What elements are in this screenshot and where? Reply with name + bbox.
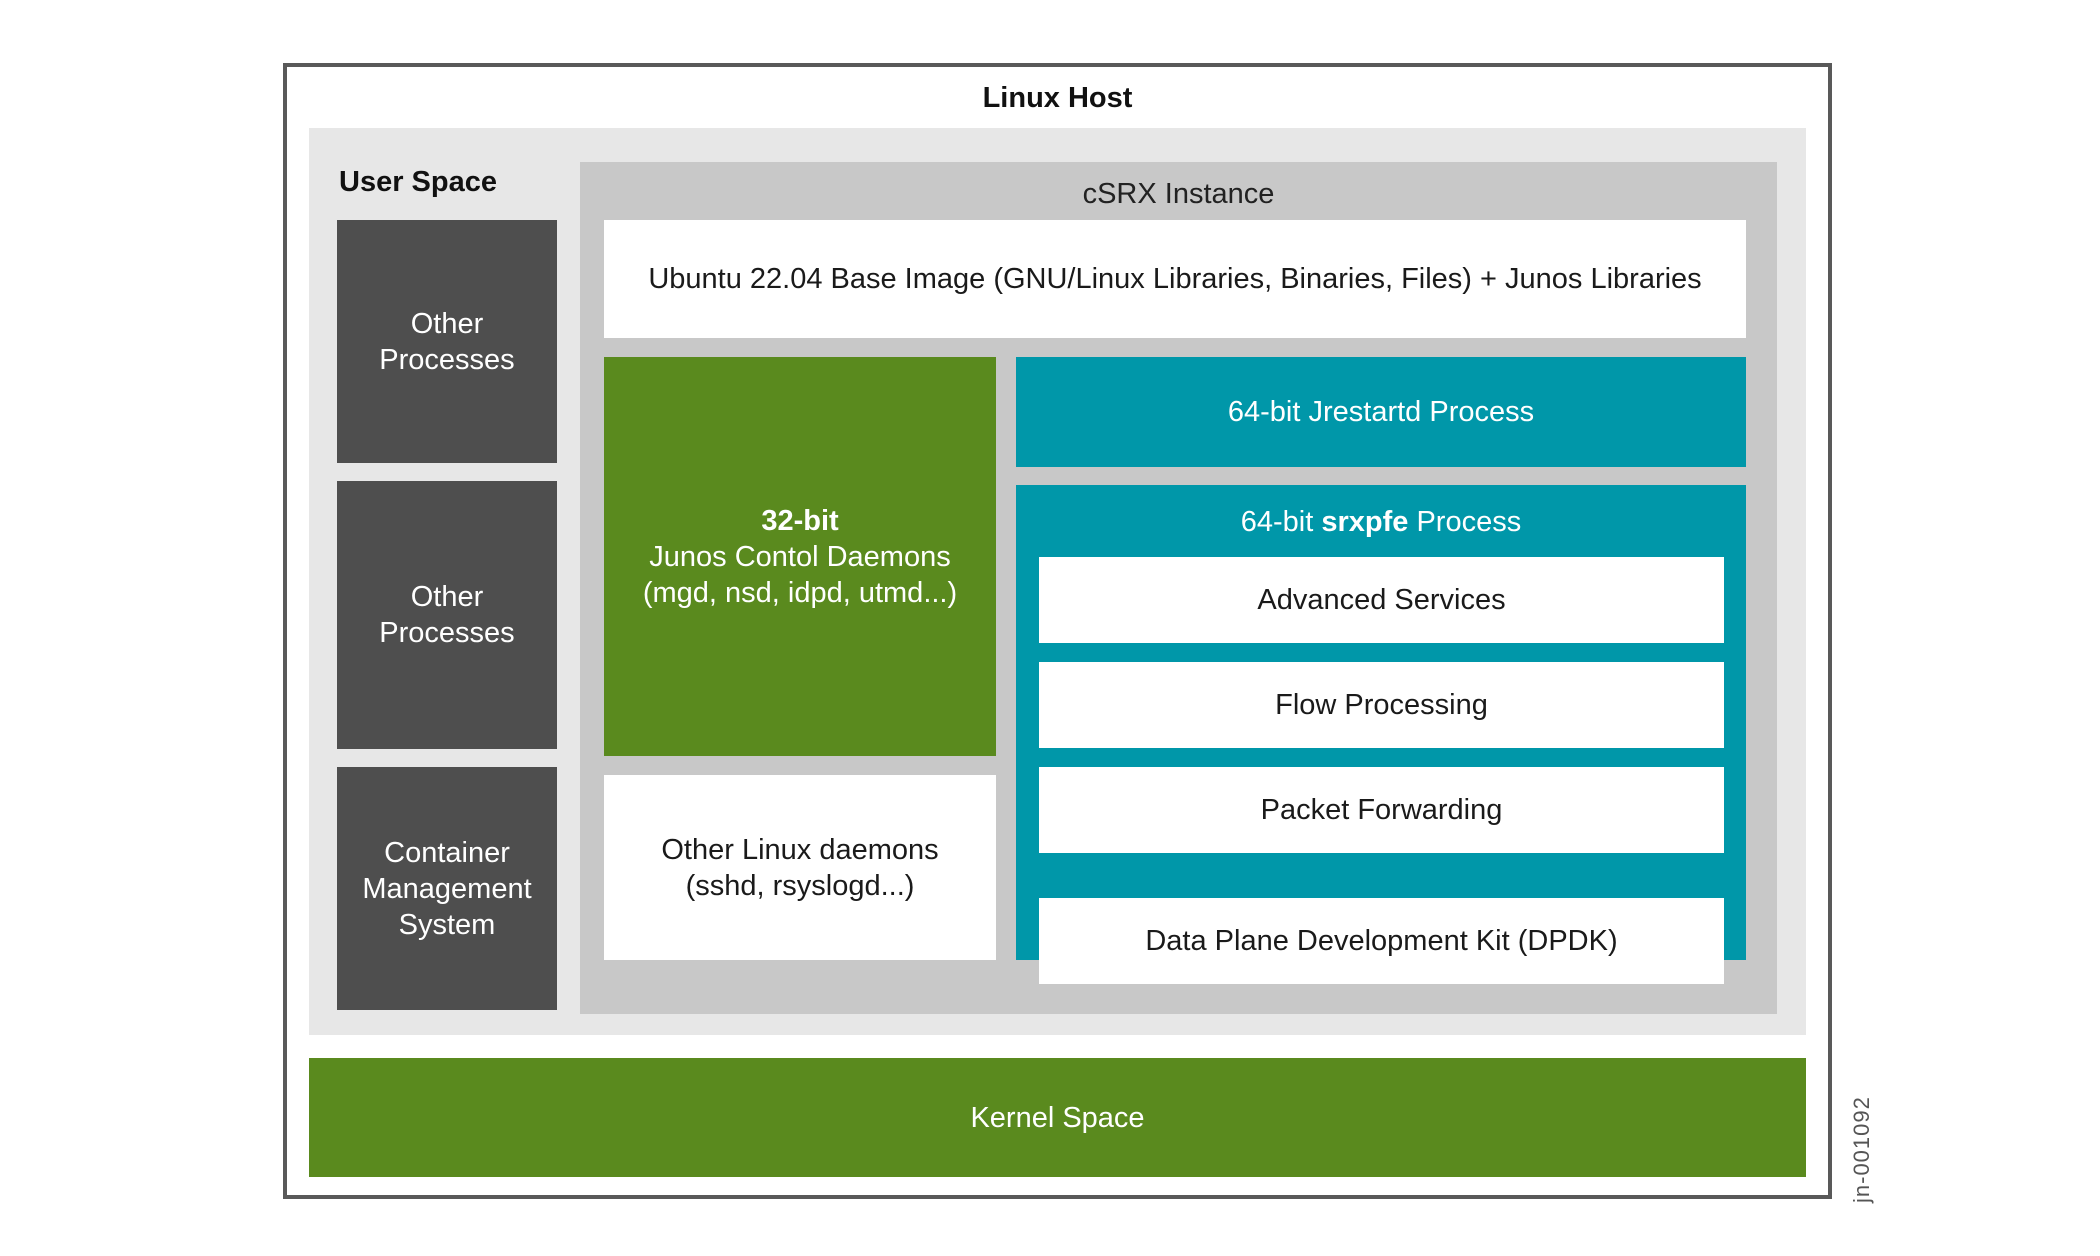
container-management-block: Container Management System (337, 767, 557, 1010)
packet-forwarding-label: Packet Forwarding (1260, 794, 1503, 826)
csrx-instance-title: cSRX Instance (1082, 177, 1275, 210)
kernel-space-label: Kernel Space (970, 1101, 1145, 1134)
other-linux-daemons-label: Other Linux daemons (661, 833, 939, 866)
control-daemons-list: (mgd, nsd, idpd, utmd...) (642, 576, 958, 609)
srxpfe-title-prefix: 64-bit (1240, 505, 1314, 538)
dpdk-label: Data Plane Development Kit (DPDK) (1145, 925, 1618, 957)
srxpfe-title-suffix: Process (1416, 505, 1522, 538)
kernel-space-block: Kernel Space (309, 1058, 1806, 1177)
other-linux-daemons-list: (sshd, rsyslogd...) (685, 869, 915, 902)
jrestartd-process-block: 64-bit Jrestartd Process (1016, 357, 1746, 467)
other-linux-daemons-block: Other Linux daemons (sshd, rsyslogd...) (604, 775, 996, 960)
other-processes-label-1b: Processes (379, 343, 515, 376)
packet-forwarding-layer: Packet Forwarding (1039, 767, 1724, 853)
control-daemons-block: 32-bit Junos Contol Daemons (mgd, nsd, i… (604, 357, 996, 756)
advanced-services-layer: Advanced Services (1039, 557, 1724, 643)
user-space-title: User Space (339, 165, 497, 198)
other-processes-block-2: Other Processes (337, 481, 557, 749)
other-processes-label-1a: Other (410, 307, 484, 340)
flow-processing-label: Flow Processing (1275, 689, 1488, 721)
srxpfe-title-name: srxpfe (1321, 505, 1409, 538)
base-image-block: Ubuntu 22.04 Base Image (GNU/Linux Libra… (604, 220, 1746, 338)
flow-processing-layer: Flow Processing (1039, 662, 1724, 748)
base-image-label: Ubuntu 22.04 Base Image (GNU/Linux Libra… (648, 263, 1702, 295)
other-processes-label-2a: Other (410, 581, 484, 613)
advanced-services-label: Advanced Services (1257, 584, 1506, 616)
container-management-label-c: System (398, 908, 496, 941)
container-management-label-a: Container (384, 836, 510, 869)
linux-host-title: Linux Host (982, 81, 1133, 114)
control-daemons-label: Junos Contol Daemons (649, 540, 951, 573)
dpdk-layer: Data Plane Development Kit (DPDK) (1039, 898, 1724, 984)
other-processes-block-1: Other Processes (337, 220, 557, 463)
jrestartd-process-label: 64-bit Jrestartd Process (1227, 395, 1535, 428)
srxpfe-process-title: 64-bit srxpfe Process (1016, 502, 1746, 542)
control-daemons-bitness: 32-bit (761, 504, 839, 537)
other-processes-label-2b: Processes (379, 617, 515, 649)
container-management-label-b: Management (362, 872, 532, 905)
figure-id-label: jn-001092 (1849, 1096, 1874, 1203)
